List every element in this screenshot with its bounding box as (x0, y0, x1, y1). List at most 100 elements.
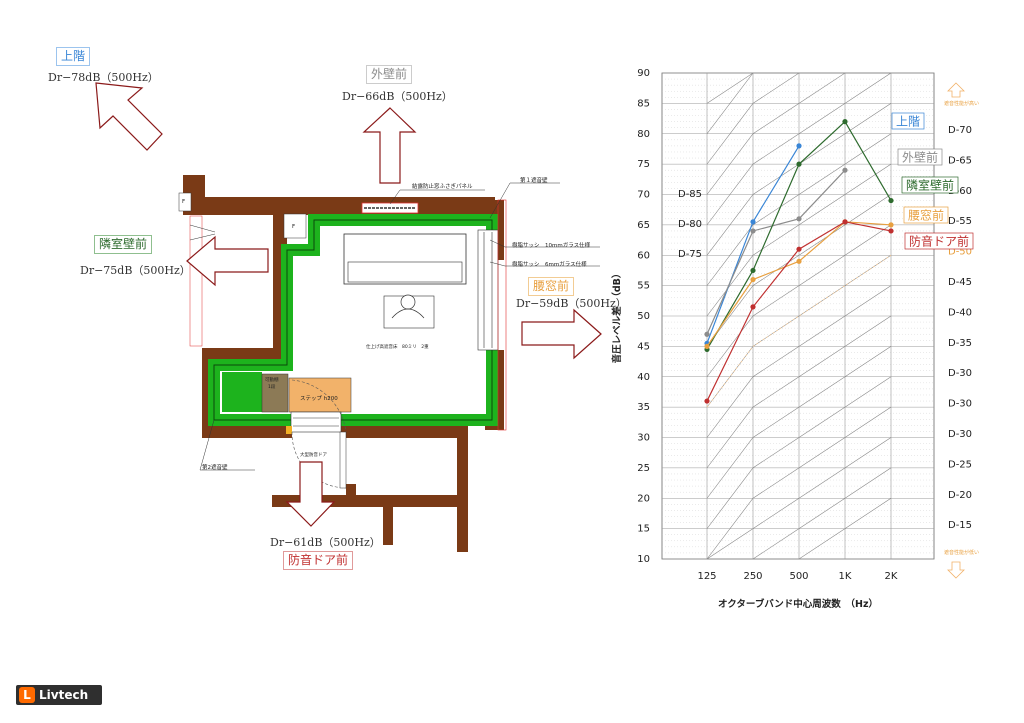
note-floor: 仕上げ高遮音床 80ミリ 2重 (366, 345, 429, 350)
y-tick-label: 50 (637, 311, 650, 322)
arrow-outer-wall (362, 107, 417, 184)
right-d-label: D-30 (948, 429, 972, 440)
y-tick-label: 85 (637, 98, 650, 109)
door-leaf (339, 431, 347, 489)
series-point (704, 331, 710, 337)
d-curve (706, 163, 892, 317)
inner-d-label: D-75 (678, 249, 702, 260)
series-point (888, 222, 894, 228)
wall-segment (494, 350, 504, 430)
legend-box (904, 232, 974, 250)
y-tick-label: 65 (637, 220, 650, 231)
note-shelf-a: 可動棚 (265, 378, 279, 383)
legend-box (897, 148, 943, 166)
x-tick-label: 250 (743, 571, 762, 582)
floor-plan (95, 82, 602, 552)
right-d-label: D-25 (948, 459, 972, 470)
y-tick-label: 30 (637, 433, 650, 444)
note-wall2: 第2遮音壁 (202, 465, 228, 471)
top-note: 遮音性能が高い (944, 100, 979, 107)
door-swing (291, 379, 347, 433)
right-d-label: D-55 (948, 216, 972, 227)
x-tick-label: 500 (789, 571, 808, 582)
series-point (750, 228, 756, 234)
d-curve (706, 72, 891, 104)
door-swing (291, 431, 347, 489)
right-d-label: D-50 (948, 247, 972, 258)
label-next-room: 隣室壁前 (94, 235, 153, 254)
down-arrow-icon (947, 561, 965, 579)
right-d-label: D-20 (948, 490, 972, 501)
wall-segment (202, 424, 292, 438)
f-box (283, 213, 307, 239)
y-tick-label: 15 (637, 524, 650, 535)
logo-text: Livtech (39, 688, 89, 702)
series-point (750, 219, 756, 225)
series-point (842, 167, 848, 173)
leader-lines (199, 182, 600, 471)
inner-d-label: D-85 (678, 189, 702, 200)
left-opening (189, 215, 203, 347)
series-point (750, 276, 756, 283)
series-point (750, 304, 756, 310)
legend-label: 隣室壁前 (906, 178, 954, 193)
dr-door: Dr−61dB（500Hz） (270, 536, 381, 549)
arrow-upstairs (95, 82, 163, 151)
wall-segment (202, 348, 287, 360)
sash-window (477, 229, 499, 351)
y-tick-label: 90 (637, 68, 650, 79)
d-curve (707, 467, 892, 560)
storage-green (222, 372, 262, 412)
d-curve (706, 285, 892, 438)
door-handle (286, 426, 292, 434)
y-tick-label: 20 (637, 493, 650, 504)
series-point (796, 246, 802, 252)
note-f1: F (182, 199, 186, 205)
arrows (95, 82, 602, 527)
d-curve (706, 133, 892, 286)
leader-line (489, 182, 560, 219)
logo-mark: L (19, 687, 35, 703)
right-d-label: D-30 (948, 399, 972, 410)
leader-line (199, 419, 255, 471)
series-point (796, 258, 802, 264)
wall-segment (457, 424, 468, 552)
wall-segment (346, 484, 356, 498)
y-tick-label: 70 (637, 190, 650, 201)
x-axis-label: オクターブバンド中心周波数 （Hz） (718, 598, 878, 610)
series-point (704, 398, 710, 404)
series-point (750, 267, 756, 274)
y-tick-label: 75 (637, 159, 650, 170)
dr-waist-window: Dr−59dB（500Hz） (516, 297, 627, 310)
leader-line (489, 261, 600, 267)
label-outer-wall: 外壁前 (366, 65, 413, 84)
y-tick-label: 40 (637, 372, 650, 383)
series-point (704, 343, 710, 349)
series-point (796, 216, 802, 222)
person-head (400, 294, 416, 310)
sash-outline (497, 199, 507, 431)
legend-box (891, 112, 925, 130)
d-curve (706, 72, 892, 226)
x-tick-label: 2K (885, 571, 898, 582)
note-panel: 結露防止窓ふさぎパネル (412, 184, 473, 190)
legend-label: 防音ドア前 (909, 234, 969, 249)
note-shelf-b: 1段 (268, 385, 276, 390)
series-point (842, 219, 848, 225)
note-f2: F (292, 224, 296, 230)
door-frame (290, 411, 342, 433)
right-d-label: D-45 (948, 277, 972, 288)
d-50-curve (706, 254, 892, 408)
y-axis-label: 音圧レベル差 （dB） (611, 269, 623, 364)
y-tick-label: 45 (637, 341, 650, 352)
d-curve (706, 406, 892, 560)
arrow-waist-window (521, 308, 602, 360)
arrow-next-room (186, 235, 269, 287)
left-door-line (189, 233, 216, 241)
x-tick-label: 1K (839, 571, 852, 582)
arrow-door (285, 461, 336, 527)
leader-line (389, 189, 485, 205)
series-point (796, 161, 802, 167)
wall-segment (340, 424, 468, 438)
